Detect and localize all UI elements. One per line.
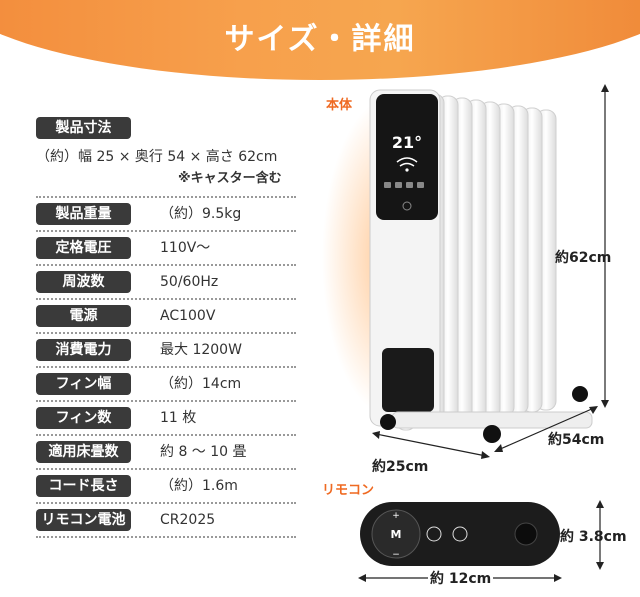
divider	[36, 298, 296, 300]
divider	[36, 502, 296, 504]
spec-label-weight: 製品重量	[36, 203, 131, 225]
spec-label-frequency: 周波数	[36, 271, 131, 293]
spec-value-cord-length: （約）1.6m	[160, 478, 238, 494]
spec-label-power-source: 電源	[36, 305, 131, 327]
spec-label-cord-length: コード長さ	[36, 475, 131, 497]
spec-label-room-size: 適用床畳数	[36, 441, 131, 463]
spec-label-remote-battery: リモコン電池	[36, 509, 131, 531]
spec-value-fin-width: （約）14cm	[160, 376, 242, 392]
caster-wheel	[483, 425, 501, 443]
caster-wheel	[572, 386, 588, 402]
remote-height-label: 約 3.8cm	[560, 529, 627, 545]
remote-illustration: M + −	[358, 500, 604, 582]
spec-value-dimensions: （約）幅 25 × 奥行 54 × 高さ 62cm	[36, 149, 278, 165]
heater-width-label: 約25cm	[372, 459, 429, 475]
remote-width-label: 約 12cm	[428, 568, 494, 588]
heater-tag: 本体	[326, 98, 353, 113]
divider	[36, 230, 296, 232]
temperature-display: 21°	[392, 133, 422, 152]
spec-value-remote-battery: CR2025	[160, 512, 216, 528]
sun-icon	[426, 526, 442, 542]
spec-label-voltage: 定格電圧	[36, 237, 131, 259]
heater-illustration: 21°	[322, 84, 609, 459]
spec-value-voltage: 110V～	[160, 240, 211, 256]
spec-value-room-size: 約 8 ～ 10 畳	[160, 444, 247, 460]
power-icon	[452, 526, 468, 542]
divider	[36, 536, 296, 538]
power-icon	[402, 201, 412, 211]
wifi-icon	[396, 157, 418, 167]
spec-label-consumption: 消費電力	[36, 339, 131, 361]
caster-wheel	[380, 414, 396, 430]
divider	[36, 196, 296, 198]
spec-label-fin-count: フィン数	[36, 407, 131, 429]
page-title: サイズ・詳細	[224, 22, 416, 57]
header-banner: サイズ・詳細	[0, 0, 640, 92]
heater-height-label: 約62cm	[555, 250, 612, 266]
spec-value-power-source: AC100V	[160, 308, 216, 324]
svg-text:−: −	[392, 550, 400, 560]
spec-label-dimensions: 製品寸法	[36, 117, 131, 139]
spec-value-consumption: 最大 1200W	[160, 342, 242, 358]
divider	[36, 332, 296, 334]
divider	[36, 264, 296, 266]
remote-tag: リモコン	[322, 483, 375, 498]
spec-label-fin-width: フィン幅	[36, 373, 131, 395]
spec-value-fin-count: 11 枚	[160, 410, 197, 426]
bottom-panel	[382, 348, 434, 412]
divider	[36, 366, 296, 368]
mode-button-label: M	[391, 528, 402, 541]
spec-note-casters: ※キャスター含む	[178, 171, 282, 186]
heater-depth-label: 約54cm	[548, 432, 605, 448]
divider	[36, 400, 296, 402]
spec-value-weight: （約）9.5kg	[160, 206, 242, 222]
divider	[36, 434, 296, 436]
spec-value-frequency: 50/60Hz	[160, 274, 219, 290]
divider	[36, 468, 296, 470]
svg-text:+: +	[392, 511, 400, 521]
